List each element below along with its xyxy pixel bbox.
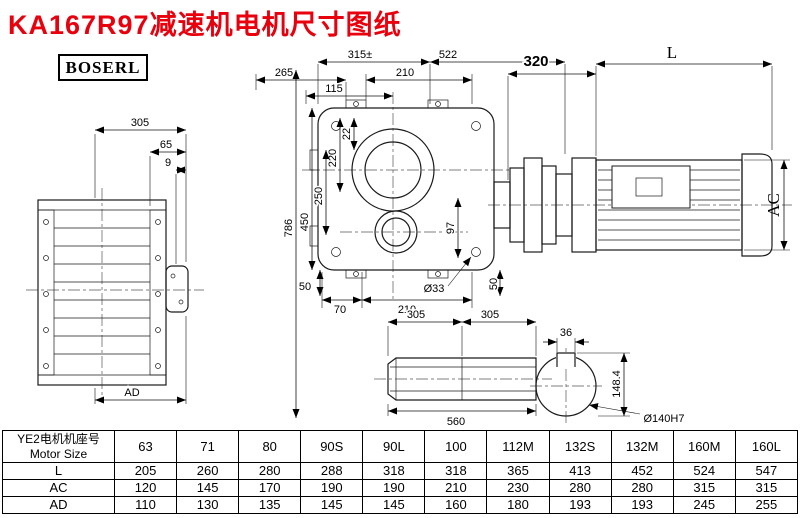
bore-keyway-view: 36 148.4 Ø140H7 [530, 326, 686, 427]
dimension-value-cell: 315 [734, 479, 799, 497]
main-view-dimensions: 315± 522 265 210 115 22 220 250 450 78 [255, 48, 566, 418]
dimension-value-cell: 413 [548, 462, 612, 480]
dim-main-220: 220 [327, 149, 339, 167]
dim-main-22: 22 [341, 128, 353, 140]
page-title: KA167R97减速机电机尺寸图纸 [8, 10, 402, 40]
size-column-header: 160L [734, 430, 799, 463]
dim-motor-AC: AC [764, 193, 783, 217]
boserl-logo: BOSERL [58, 54, 148, 81]
dimension-value-cell: 130 [176, 496, 240, 514]
dim-motor-320: 320 [523, 53, 548, 70]
dimension-value-cell: 110 [113, 496, 178, 514]
dimension-value-cell: 280 [238, 462, 302, 480]
dimension-value-cell: 288 [300, 462, 364, 480]
dimension-value-cell: 145 [300, 496, 364, 514]
dim-bore-d140: Ø140H7 [644, 413, 685, 425]
size-column-header: 132M [610, 430, 674, 463]
dim-main-115: 115 [325, 83, 343, 95]
motor-dimensions: 320 L AC [507, 43, 790, 251]
size-column-header: 71 [176, 430, 240, 463]
dimension-value-cell: 210 [424, 479, 488, 497]
dim-left-9: 9 [165, 157, 171, 169]
table-corner-header: YE2电机机座号 Motor Size [2, 430, 115, 463]
dimension-value-cell: 180 [486, 496, 550, 514]
dimension-value-cell: 135 [238, 496, 302, 514]
bore-dimensions: 36 148.4 Ø140H7 [543, 326, 686, 427]
dimension-value-cell: 315 [672, 479, 736, 497]
size-column-header: 132S [548, 430, 612, 463]
dimension-value-cell: 280 [548, 479, 612, 497]
dimension-value-cell: 145 [176, 479, 240, 497]
dim-main-210-bottom: 210 [398, 304, 416, 316]
dim-main-522: 522 [439, 49, 457, 61]
dim-main-786: 786 [283, 219, 295, 237]
dim-main-450: 450 [299, 213, 311, 231]
row-label-cell: AD [2, 496, 115, 514]
table-corner-header-cn: YE2电机机座号 [17, 432, 100, 447]
left-side-view: 305 65 9 AD [26, 116, 204, 404]
dimension-value-cell: 205 [113, 462, 178, 480]
main-front-view: 315± 522 265 210 115 22 220 250 450 78 [255, 48, 566, 418]
shaft-dimensions: 305 305 560 [387, 308, 537, 430]
dim-main-50-left: 50 [299, 281, 311, 293]
dim-bore-148: 148.4 [611, 370, 623, 398]
dimension-value-cell: 365 [486, 462, 550, 480]
size-column-header: 112M [486, 430, 550, 463]
row-label-cell: AC [2, 479, 115, 497]
size-column-header: 160M [672, 430, 736, 463]
left-view-dimensions: 305 65 9 AD [94, 116, 187, 404]
dim-left-305: 305 [131, 117, 149, 129]
size-column-header: 100 [424, 430, 488, 463]
dimension-value-cell: 255 [734, 496, 799, 514]
dimension-value-cell: 193 [610, 496, 674, 514]
shaft-sleeve-view: 305 305 560 [374, 308, 552, 430]
dim-shaft-305-b: 305 [481, 309, 499, 321]
dimension-value-cell: 230 [486, 479, 550, 497]
dimension-value-cell: 190 [300, 479, 364, 497]
size-column-header: 63 [113, 430, 178, 463]
size-column-header: 90S [300, 430, 364, 463]
motor-assembly-view: 320 L AC [488, 43, 792, 257]
size-column-header: 80 [238, 430, 302, 463]
dim-main-250: 250 [313, 187, 325, 205]
dim-main-70: 70 [334, 304, 346, 316]
dim-main-d33: Ø33 [424, 283, 445, 295]
dim-main-265: 265 [275, 67, 293, 79]
dim-left-AD: AD [124, 387, 139, 399]
dim-motor-L: L [667, 43, 677, 62]
dimension-value-cell: 318 [362, 462, 426, 480]
dimension-drawing: 305 65 9 AD [26, 43, 792, 430]
dimension-value-cell: 170 [238, 479, 302, 497]
dimension-value-cell: 452 [610, 462, 674, 480]
dimension-value-cell: 193 [548, 496, 612, 514]
dimension-value-cell: 318 [424, 462, 488, 480]
dimension-value-cell: 120 [113, 479, 178, 497]
dimension-value-cell: 145 [362, 496, 426, 514]
dimension-value-cell: 245 [672, 496, 736, 514]
size-column-header: 90L [362, 430, 426, 463]
dimension-value-cell: 160 [424, 496, 488, 514]
dimension-value-cell: 260 [176, 462, 240, 480]
dim-main-50-right: 50 [488, 278, 500, 290]
dim-main-210-top: 210 [396, 67, 414, 79]
dimension-value-cell: 524 [672, 462, 736, 480]
dimension-value-cell: 547 [734, 462, 799, 480]
dimension-value-cell: 190 [362, 479, 426, 497]
dim-main-97: 97 [445, 222, 457, 234]
dimension-value-cell: 280 [610, 479, 674, 497]
row-label-cell: L [2, 462, 115, 480]
dim-left-65: 65 [160, 139, 172, 151]
table-corner-header-en: Motor Size [29, 446, 88, 461]
dim-bore-36: 36 [560, 327, 572, 339]
dim-main-315: 315± [348, 49, 372, 61]
dim-shaft-560: 560 [447, 416, 465, 428]
dim-shaft-305-a: 305 [407, 309, 425, 321]
